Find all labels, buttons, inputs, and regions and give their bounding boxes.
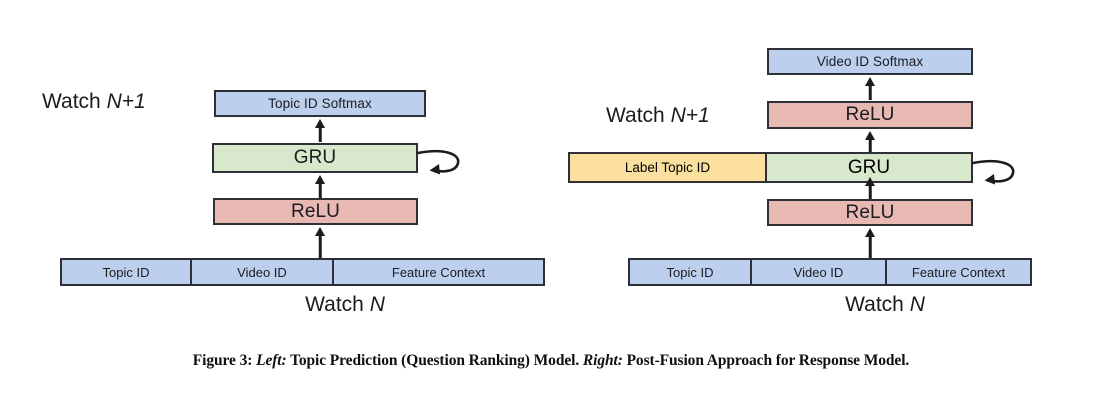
caption-right-tag: Right: — [582, 352, 623, 369]
arrowhead-icon — [315, 227, 325, 236]
right-arrow-gru-to-relu — [863, 131, 877, 152]
left-watch-current-text: Watch N — [305, 293, 385, 316]
arrowhead-icon — [315, 175, 325, 184]
left-arrow-gru-to-output — [313, 119, 327, 142]
arrowhead-icon — [865, 228, 875, 237]
right-input-bar: Topic ID Video ID Feature Context — [628, 258, 1032, 286]
right-gru-box[interactable]: GRU — [767, 154, 971, 181]
right-label-topic-id-box[interactable]: Label Topic ID — [570, 154, 767, 181]
left-gru-label: GRU — [293, 147, 337, 168]
right-watch-current-label: Watch N — [832, 293, 938, 317]
right-arrow-relu-to-output — [863, 77, 877, 100]
right-gru-recurrence-icon — [971, 159, 1015, 185]
left-input-segment-feature-context-label: Feature Context — [391, 264, 486, 280]
right-lower-relu-box[interactable]: ReLU — [767, 199, 973, 226]
left-input-segment-topic-id-label: Topic ID — [102, 264, 150, 280]
right-input-segment-video-id[interactable]: Video ID — [752, 260, 887, 284]
right-gru-label: GRU — [847, 156, 891, 178]
right-watch-next-text: Watch N+1 — [606, 104, 710, 127]
right-input-segment-feature-context[interactable]: Feature Context — [887, 260, 1030, 284]
left-gru-box[interactable]: GRU — [212, 143, 418, 173]
left-output-label: Topic ID Softmax — [268, 96, 372, 111]
arrowhead-icon — [865, 77, 875, 86]
arrowhead-icon — [315, 119, 325, 128]
left-relu-box[interactable]: ReLU — [213, 198, 418, 225]
right-watch-current-text: Watch N — [845, 293, 925, 316]
left-input-segment-video-id[interactable]: Video ID — [192, 260, 334, 284]
arrow-shaft — [318, 234, 322, 258]
right-upper-relu-label: ReLU — [845, 104, 895, 125]
right-input-segment-topic-id[interactable]: Topic ID — [630, 260, 752, 284]
right-lower-relu-label: ReLU — [845, 201, 895, 223]
arrow-shaft — [318, 126, 322, 142]
arrow-shaft — [868, 84, 872, 100]
right-watch-next-label: Watch N+1 — [606, 104, 710, 128]
left-input-segment-topic-id[interactable]: Topic ID — [62, 260, 192, 284]
left-watch-current-label: Watch N — [292, 293, 398, 317]
caption-right-text: Post-Fusion Approach for Response Model. — [626, 352, 910, 369]
arrowhead-icon — [865, 131, 875, 140]
left-gru-recurrence-icon — [416, 149, 460, 175]
arrow-shaft — [868, 138, 872, 152]
left-output-box[interactable]: Topic ID Softmax — [214, 90, 426, 117]
right-input-segment-topic-id-label: Topic ID — [666, 264, 714, 280]
left-watch-next-text: Watch N+1 — [42, 90, 146, 113]
left-input-segment-feature-context[interactable]: Feature Context — [334, 260, 543, 284]
figure-caption: Figure 3: Left: Topic Prediction (Questi… — [0, 352, 1102, 370]
right-output-label: Video ID Softmax — [816, 54, 924, 69]
caption-left-tag: Left: — [256, 352, 287, 369]
arrow-shaft — [868, 184, 872, 200]
right-upper-relu-box[interactable]: ReLU — [767, 101, 973, 129]
left-input-segment-video-id-label: Video ID — [237, 264, 287, 280]
right-label-topic-id-label: Label Topic ID — [624, 160, 711, 175]
right-input-segment-feature-context-label: Feature Context — [911, 264, 1006, 280]
arrowhead-icon — [865, 177, 875, 186]
right-input-segment-video-id-label: Video ID — [793, 264, 844, 280]
left-arrow-relu-to-gru — [313, 175, 327, 198]
caption-left-text: Topic Prediction (Question Ranking) Mode… — [290, 352, 580, 369]
arrow-shaft — [868, 235, 872, 258]
left-relu-label: ReLU — [291, 200, 340, 222]
left-watch-next-label: Watch N+1 — [42, 90, 146, 114]
right-fusion-bar: Label Topic ID GRU — [568, 152, 973, 183]
arrow-shaft — [318, 182, 322, 198]
caption-prefix: Figure 3: — [192, 352, 253, 369]
right-output-box[interactable]: Video ID Softmax — [767, 48, 973, 75]
right-arrow-lower-relu-to-gru — [863, 177, 877, 200]
right-arrow-input-to-relu — [863, 228, 877, 258]
left-input-bar: Topic ID Video ID Feature Context — [60, 258, 545, 286]
left-arrow-input-to-relu — [313, 227, 327, 258]
